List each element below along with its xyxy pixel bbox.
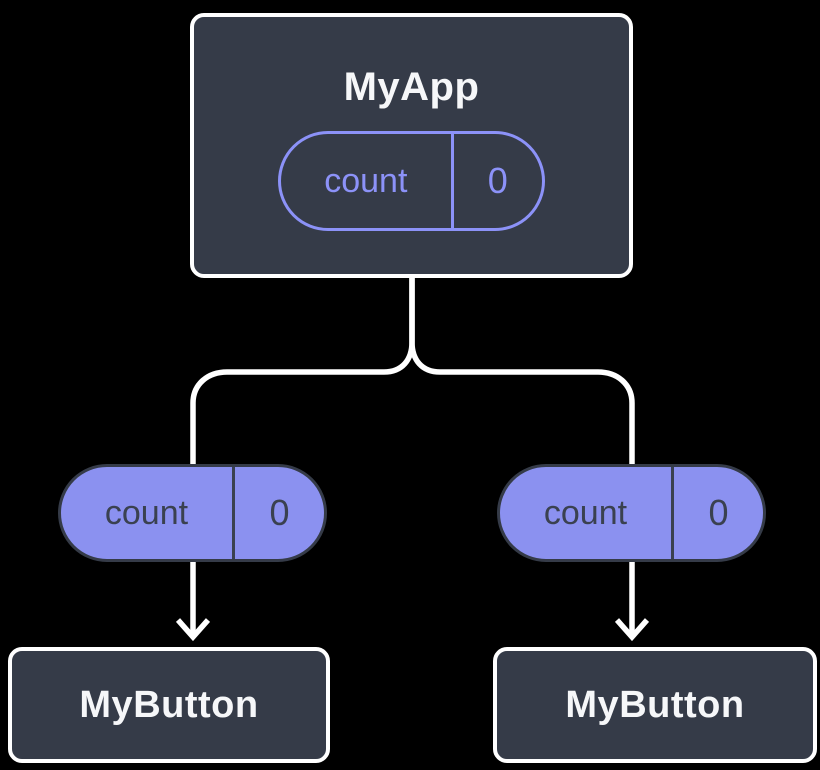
root-component-box: MyApp count 0: [190, 13, 633, 278]
root-state-pill: count 0: [278, 131, 545, 231]
edge-root-to-right-child: [409, 276, 635, 637]
state-name-label: count: [281, 134, 454, 228]
arrow-down-icon: [614, 618, 650, 642]
left-prop-pill: count 0: [58, 464, 327, 562]
edge-root-to-left-child: [190, 276, 415, 637]
prop-value-label: 0: [708, 492, 729, 533]
root-component-title: MyApp: [343, 65, 480, 109]
arrow-down-icon: [175, 618, 211, 642]
left-child-component-box: MyButton: [8, 647, 330, 763]
prop-name-label: count: [500, 467, 674, 559]
right-child-component-box: MyButton: [493, 647, 817, 763]
child-component-title: MyButton: [79, 683, 259, 726]
child-component-title: MyButton: [565, 683, 745, 726]
state-value-label: 0: [487, 160, 508, 201]
prop-value-label: 0: [269, 492, 290, 533]
prop-name-label: count: [61, 467, 235, 559]
right-prop-pill: count 0: [497, 464, 766, 562]
